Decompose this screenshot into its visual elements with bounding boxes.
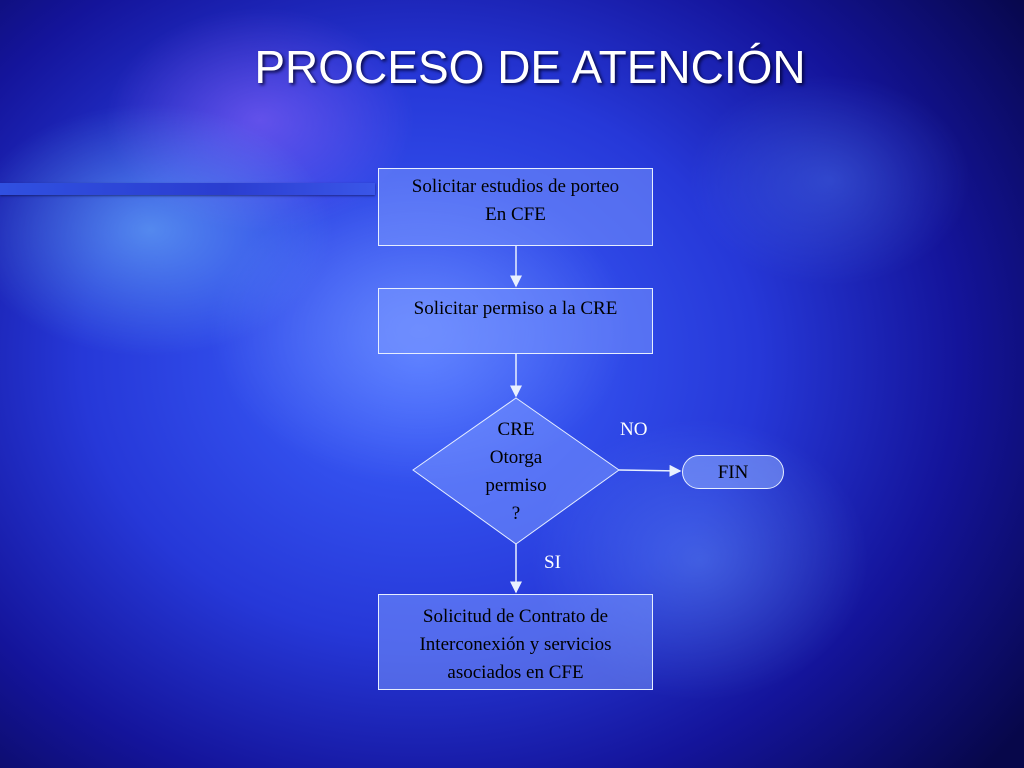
branch-si-label: SI: [544, 552, 561, 573]
step3-line3: asociados en CFE: [447, 662, 584, 683]
step-request-cre-permit: Solicitar permiso a la CRE: [378, 288, 653, 354]
decision-line2: Otorga: [489, 447, 543, 468]
decorative-bar: [0, 183, 375, 195]
step3-line2: Interconexión y servicios: [419, 634, 612, 655]
decision-label: CRE Otorga permiso ?: [466, 416, 566, 528]
step2-line1: Solicitar permiso a la CRE: [413, 298, 618, 319]
decision-line4: ?: [511, 503, 521, 524]
step-request-porteo-studies: Solicitar estudios de porteo En CFE: [378, 168, 653, 246]
branch-no-label: NO: [620, 419, 648, 440]
end-terminator: FIN: [682, 455, 784, 489]
step3-line1: Solicitud de Contrato de: [422, 606, 609, 627]
step1-line1: Solicitar estudios de porteo: [411, 176, 620, 197]
slide-title: PROCESO DE ATENCIÓN: [254, 41, 806, 93]
step-interconnection-contract: Solicitud de Contrato de Interconexión y…: [378, 594, 653, 690]
arrow-decision-fin: [618, 464, 682, 477]
decision-line3: permiso: [485, 475, 547, 496]
decision-line1: CRE: [497, 419, 535, 440]
step1-line2: En CFE: [485, 204, 546, 225]
